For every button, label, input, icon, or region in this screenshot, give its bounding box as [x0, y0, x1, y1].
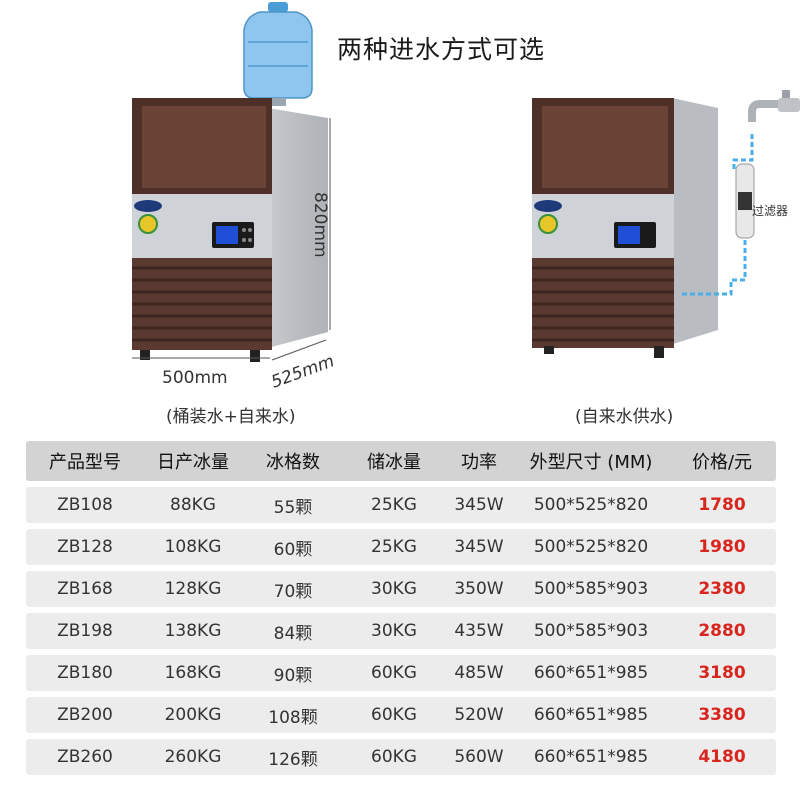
ice-machine-tap-illustration [532, 90, 800, 358]
cell-cube-count: 108颗 [268, 707, 318, 728]
cell-storage: 30KG [371, 621, 417, 641]
header-dimensions: 外型尺寸 (MM) [529, 452, 653, 473]
cell-power: 560W [454, 747, 504, 767]
cell-storage: 25KG [371, 495, 417, 515]
cell-dimensions: 660*651*985 [533, 663, 649, 683]
cell-price: 3180 [698, 663, 746, 683]
cell-model: ZB180 [57, 663, 113, 683]
table-row: ZB200 200KG 108颗 60KG 520W 660*651*985 3380 [26, 697, 776, 733]
cell-power: 485W [454, 663, 504, 683]
cell-price: 2880 [698, 621, 746, 641]
cell-dimensions: 500*585*903 [533, 579, 649, 599]
cell-cube-count: 60颗 [273, 539, 313, 560]
cell-cube-count: 70颗 [273, 581, 313, 602]
cell-dimensions: 500*525*820 [533, 495, 649, 515]
cell-model: ZB198 [57, 621, 113, 641]
cell-model: ZB128 [57, 537, 113, 557]
cell-price: 1780 [698, 495, 746, 515]
cell-daily-output: 128KG [164, 579, 222, 599]
table-row: ZB260 260KG 126颗 60KG 560W 660*651*985 4180 [26, 739, 776, 775]
cell-power: 520W [454, 705, 504, 725]
cell-power: 345W [454, 537, 504, 557]
cell-cube-count: 90颗 [273, 665, 313, 686]
cell-dimensions: 660*651*985 [533, 705, 649, 725]
cell-daily-output: 168KG [164, 663, 222, 683]
cell-storage: 60KG [371, 663, 417, 683]
water-bottle-icon [243, 2, 313, 106]
water-filter-icon [735, 163, 755, 239]
cell-storage: 30KG [371, 579, 417, 599]
table-header-row: 产品型号 日产冰量 冰格数 储冰量 功率 外型尺寸 (MM) 价格/元 [26, 441, 776, 481]
water-tap-icon [748, 90, 800, 122]
width-dimension: 500mm [162, 368, 228, 388]
cell-model: ZB108 [57, 495, 113, 515]
header-storage: 储冰量 [367, 452, 421, 473]
cell-daily-output: 88KG [170, 495, 216, 515]
cell-power: 350W [454, 579, 504, 599]
cell-cube-count: 126颗 [268, 749, 318, 770]
height-dimension: 820mm [310, 192, 330, 258]
cell-price: 1980 [698, 537, 746, 557]
cell-dimensions: 500*585*903 [533, 621, 649, 641]
cell-dimensions: 660*651*985 [533, 747, 649, 767]
headline: 两种进水方式可选 [337, 35, 546, 64]
table-row: ZB168 128KG 70颗 30KG 350W 500*585*903 2380 [26, 571, 776, 607]
header-price: 价格/元 [691, 452, 753, 473]
cell-power: 435W [454, 621, 504, 641]
cell-cube-count: 84颗 [273, 623, 313, 644]
filter-label: 过滤器 [752, 204, 789, 218]
cell-daily-output: 108KG [164, 537, 222, 557]
spec-table: 产品型号 日产冰量 冰格数 储冰量 功率 外型尺寸 (MM) 价格/元 ZB10… [26, 441, 776, 781]
cell-model: ZB260 [57, 747, 113, 767]
cell-cube-count: 55颗 [273, 497, 313, 518]
cell-price: 2380 [698, 579, 746, 599]
caption-tap: (自来水供水) [575, 407, 674, 427]
table-row: ZB198 138KG 84颗 30KG 435W 500*585*903 2880 [26, 613, 776, 649]
header-model: 产品型号 [49, 452, 121, 473]
cell-daily-output: 138KG [164, 621, 222, 641]
ice-machine-bottled-illustration [132, 2, 331, 362]
cell-storage: 60KG [371, 705, 417, 725]
cell-price: 4180 [698, 747, 746, 767]
cell-price: 3380 [698, 705, 746, 725]
cell-daily-output: 260KG [164, 747, 222, 767]
cell-storage: 25KG [371, 537, 417, 557]
cell-model: ZB168 [57, 579, 113, 599]
cell-storage: 60KG [371, 747, 417, 767]
table-row: ZB108 88KG 55颗 25KG 345W 500*525*820 1780 [26, 487, 776, 523]
cell-dimensions: 500*525*820 [533, 537, 649, 557]
table-row: ZB180 168KG 90颗 60KG 485W 660*651*985 3180 [26, 655, 776, 691]
header-power: 功率 [461, 452, 497, 473]
cell-power: 345W [454, 495, 504, 515]
header-cube-count: 冰格数 [266, 452, 320, 473]
cell-daily-output: 200KG [164, 705, 222, 725]
table-row: ZB128 108KG 60颗 25KG 345W 500*525*820 1980 [26, 529, 776, 565]
caption-bottled: (桶装水+自来水) [166, 407, 296, 427]
cell-model: ZB200 [57, 705, 113, 725]
header-daily-output: 日产冰量 [157, 452, 229, 473]
